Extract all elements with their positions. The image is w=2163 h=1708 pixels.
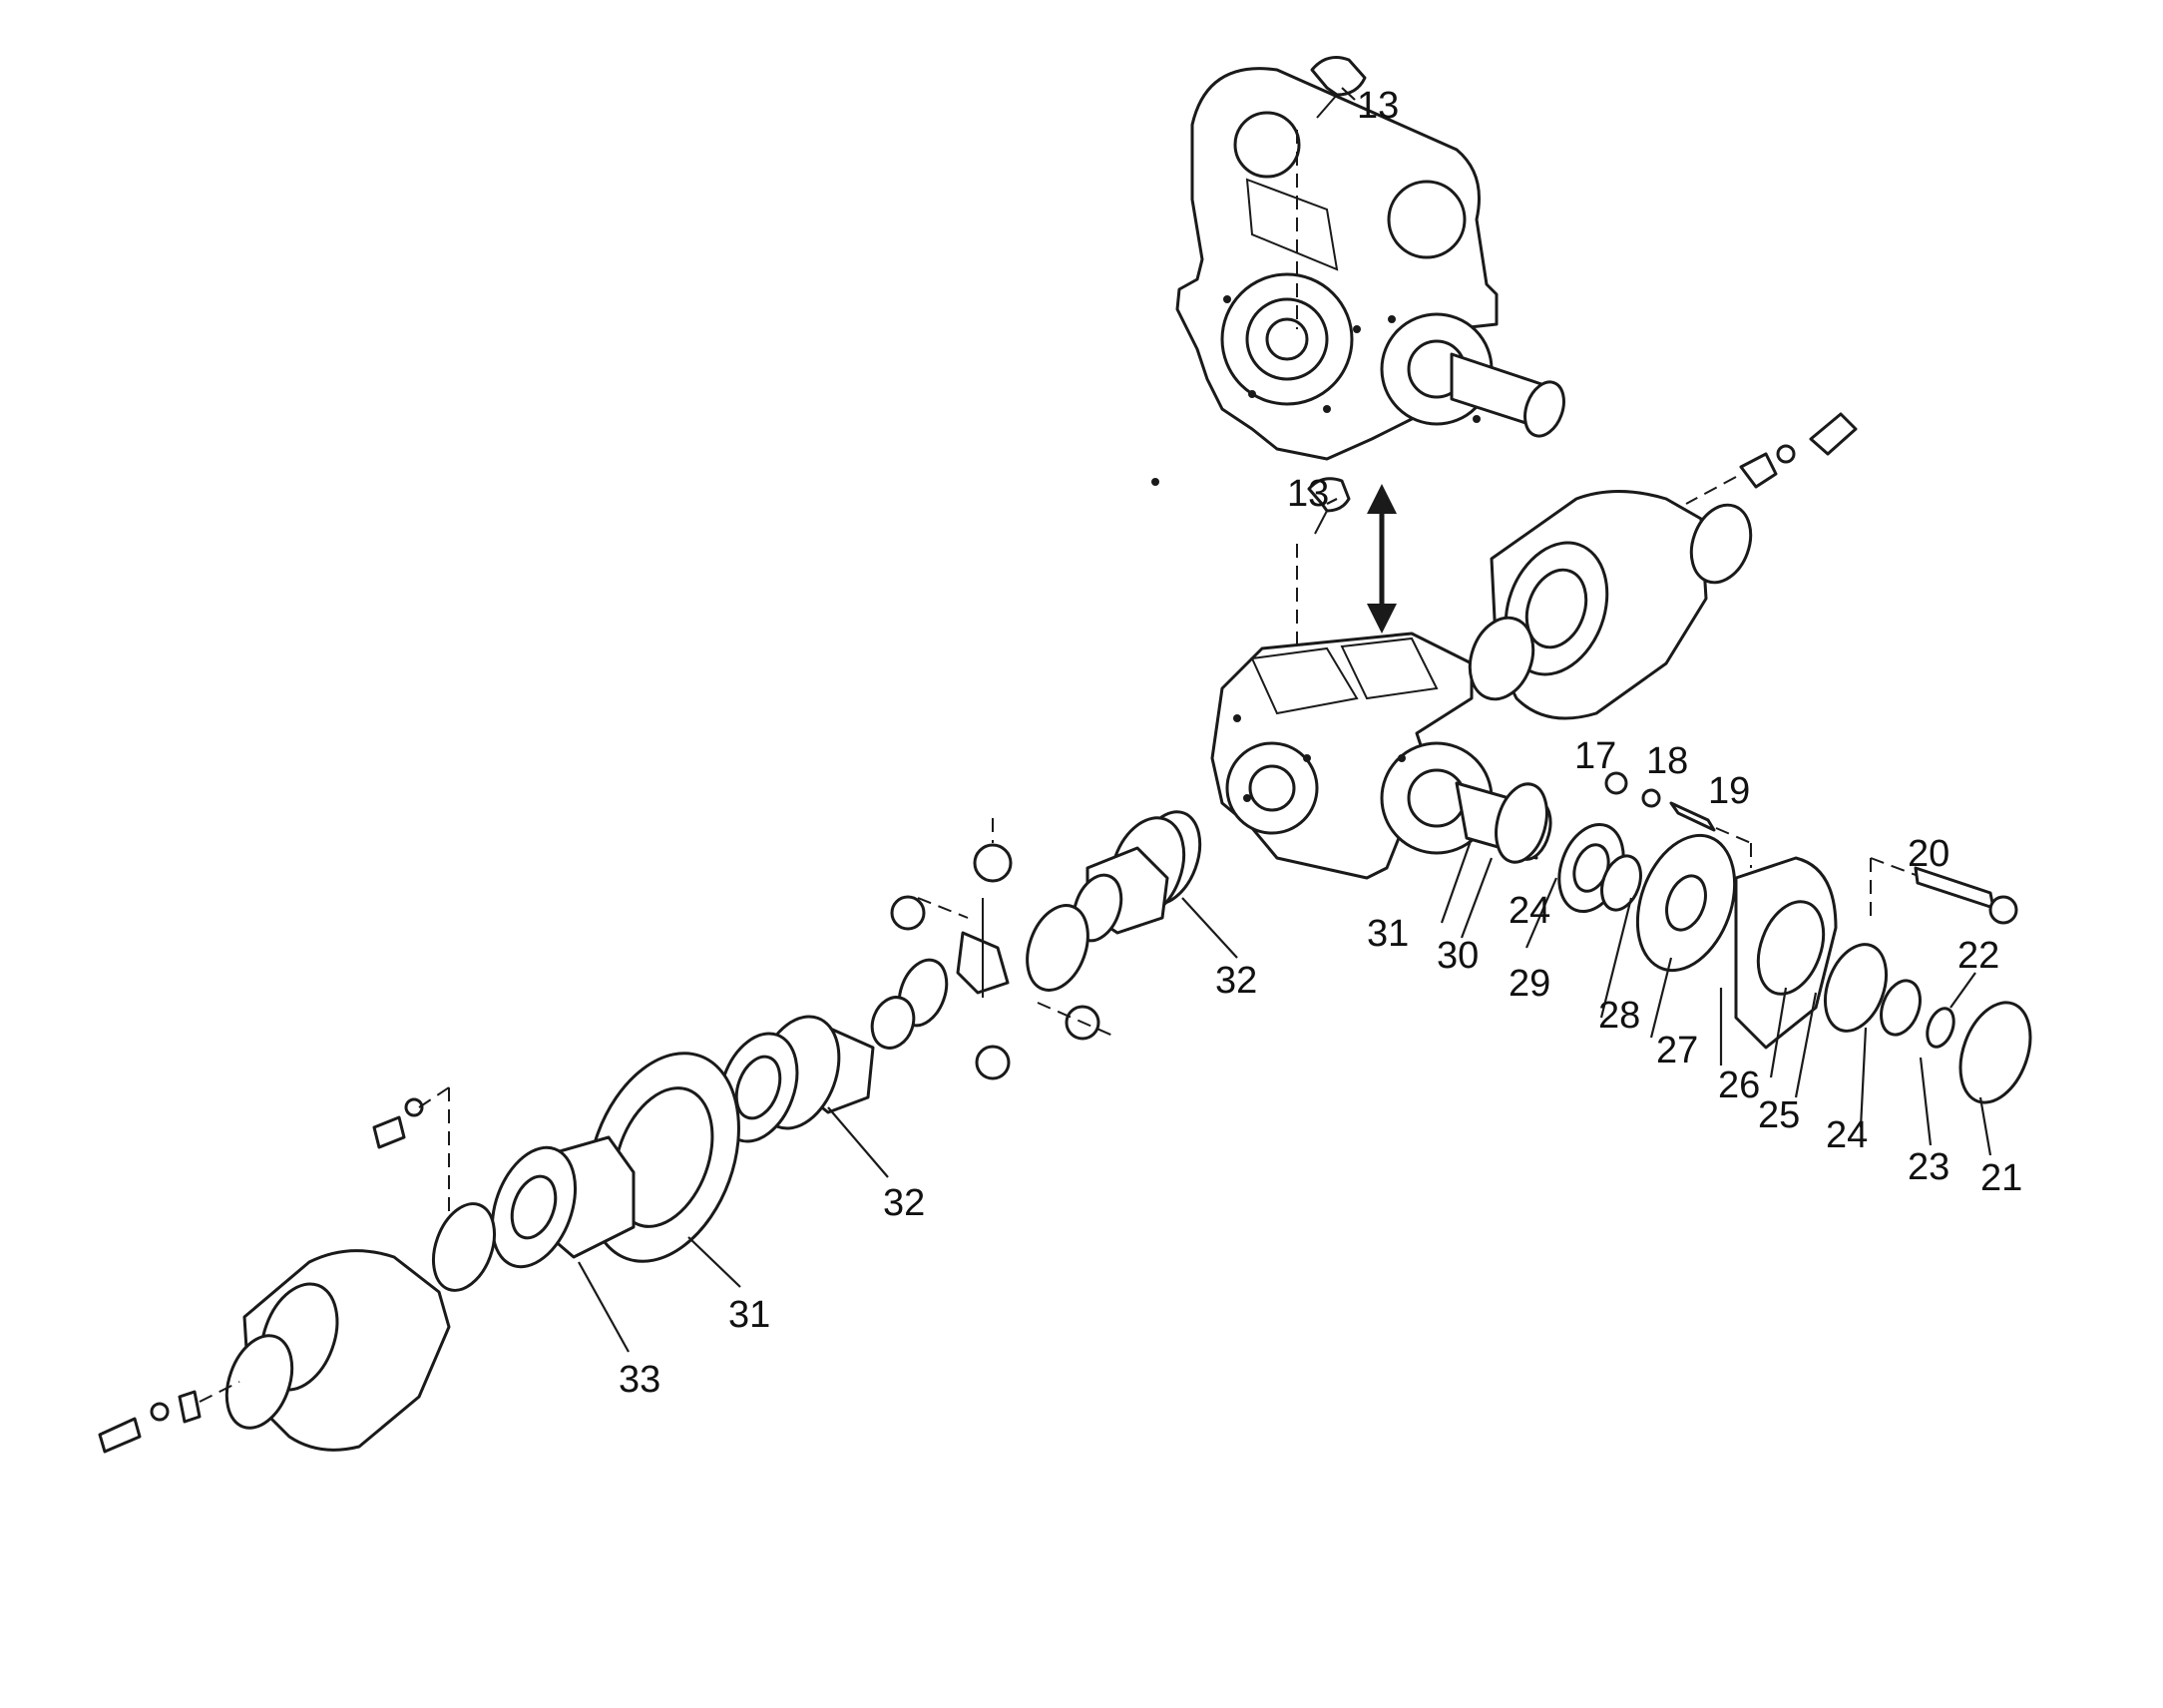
callout-18: 18 (1646, 740, 1688, 782)
callout-30: 30 (1437, 935, 1479, 977)
callout-25: 25 (1758, 1094, 1800, 1136)
callout-27: 27 (1656, 1030, 1698, 1071)
callout-26: 26 (1718, 1065, 1760, 1106)
leader-lines (578, 87, 1992, 1353)
callout-29: 29 (1509, 963, 1550, 1005)
callout-31: 31 (728, 1294, 770, 1336)
callout-22: 22 (1957, 935, 1999, 977)
callout-24: 24 (1826, 1114, 1868, 1156)
callout-21: 21 (1980, 1157, 2022, 1199)
differential-components (717, 810, 1202, 1143)
callout-23: 23 (1908, 1146, 1949, 1188)
screw-13-top (1296, 56, 1367, 329)
callout-13: 13 (1357, 85, 1399, 127)
callout-32: 32 (1215, 960, 1257, 1002)
ink-dot (1151, 478, 1159, 486)
callout-20: 20 (1908, 833, 1949, 875)
right-wheel-components (1557, 771, 2032, 1104)
callout-24: 24 (1509, 890, 1550, 932)
callout-33: 33 (619, 1359, 660, 1401)
upper-housing (1175, 67, 1565, 461)
callout-17: 17 (1574, 735, 1616, 777)
axle-housing (1210, 632, 1494, 880)
callout-28: 28 (1598, 995, 1640, 1037)
callout-32: 32 (883, 1182, 925, 1224)
planetary-hub-right (1468, 412, 1858, 720)
output-shaft-right (1455, 781, 1552, 864)
planetary-hub-left (98, 1052, 740, 1454)
callout-19: 19 (1708, 770, 1750, 812)
callout-13: 13 (1287, 473, 1329, 515)
callout-31: 31 (1367, 913, 1409, 955)
